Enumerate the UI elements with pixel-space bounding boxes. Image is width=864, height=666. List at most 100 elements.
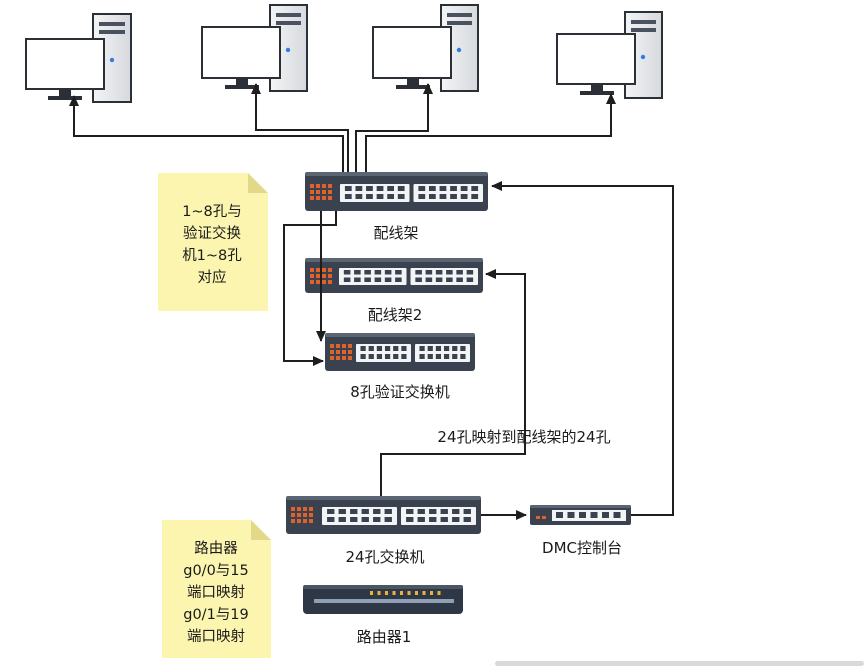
port <box>368 346 374 351</box>
port <box>406 509 414 514</box>
status-led <box>322 184 326 188</box>
port <box>376 194 384 199</box>
status-led <box>316 196 320 200</box>
port <box>435 346 442 351</box>
port <box>418 186 426 191</box>
patch-panel-device <box>305 172 488 211</box>
port <box>364 270 371 275</box>
port <box>425 277 433 282</box>
connections <box>69 83 674 520</box>
port <box>460 354 466 359</box>
status-led <box>310 184 314 188</box>
port <box>338 517 346 522</box>
port <box>567 512 575 518</box>
router-led <box>407 591 411 595</box>
port <box>427 346 433 351</box>
mapping-label: 24孔映射到配线架的24孔 <box>437 428 610 446</box>
status-led <box>322 274 326 278</box>
port <box>384 517 392 522</box>
port <box>373 509 381 514</box>
port <box>419 346 425 351</box>
port <box>460 346 466 351</box>
port <box>443 354 450 359</box>
router-led <box>422 591 426 595</box>
verify-switch-device <box>325 333 475 371</box>
port <box>395 277 402 282</box>
port <box>401 354 407 359</box>
horizontal-scrollbar[interactable] <box>495 661 864 666</box>
port <box>456 277 463 282</box>
status-led <box>291 513 295 517</box>
patch-panel-2-device <box>305 258 483 293</box>
status-led <box>291 507 295 511</box>
port <box>343 270 351 275</box>
note-line: 端口映射 <box>187 584 245 601</box>
port <box>439 194 447 199</box>
port <box>427 354 433 359</box>
router-led <box>415 591 418 595</box>
status-led <box>291 519 295 523</box>
port <box>439 186 447 191</box>
port <box>466 270 474 275</box>
status-led <box>316 268 320 272</box>
port <box>327 517 335 522</box>
computer-1 <box>25 13 132 103</box>
port <box>368 354 374 359</box>
dmc-label: DMC控制台 <box>542 539 622 557</box>
status-led <box>316 184 320 188</box>
port <box>343 277 351 282</box>
port <box>435 354 442 359</box>
port <box>466 277 474 282</box>
port <box>338 509 346 514</box>
port <box>452 509 460 514</box>
status-led <box>310 268 314 272</box>
port <box>446 270 453 275</box>
port <box>440 509 448 514</box>
port <box>350 517 358 522</box>
switch-24-label: 24孔交换机 <box>345 548 424 566</box>
port <box>360 354 366 359</box>
port <box>361 517 369 522</box>
status-led <box>309 513 313 517</box>
status-led <box>316 190 320 194</box>
port <box>361 509 369 514</box>
port <box>590 512 598 518</box>
status-led <box>297 513 301 517</box>
port <box>428 194 436 199</box>
port <box>354 270 361 275</box>
router-label: 路由器1 <box>357 628 412 646</box>
status-led <box>348 356 352 360</box>
switch-24-device <box>286 496 481 534</box>
port <box>471 194 479 199</box>
status-led <box>328 196 332 200</box>
note-line: 路由器 <box>194 540 238 557</box>
status-led <box>297 519 301 523</box>
status-led <box>322 196 326 200</box>
port <box>463 509 471 514</box>
patch-panel-2-label: 配线架2 <box>368 306 423 324</box>
status-led <box>316 274 320 278</box>
note-line: 1~8孔与 <box>182 203 242 220</box>
port <box>395 270 402 275</box>
port <box>350 509 358 514</box>
status-led <box>336 356 340 360</box>
port <box>450 194 457 199</box>
router-led <box>392 591 396 595</box>
link-dmc-patch <box>491 181 674 516</box>
router-note: 路由器 g0/0与15 端口映射 g0/1与19 端口映射 <box>162 520 271 658</box>
status-led <box>336 344 340 348</box>
note-line: g0/1与19 <box>183 606 249 623</box>
port <box>452 346 458 351</box>
port <box>613 512 621 518</box>
port <box>415 277 422 282</box>
router-led <box>370 591 373 595</box>
status-led <box>303 513 307 517</box>
computer-2 <box>201 4 308 92</box>
status-led <box>316 280 320 284</box>
router-led <box>437 591 441 595</box>
link-pc1 <box>69 95 344 172</box>
router-led <box>430 591 433 595</box>
port <box>393 346 399 351</box>
port <box>460 194 468 199</box>
port <box>366 194 373 199</box>
